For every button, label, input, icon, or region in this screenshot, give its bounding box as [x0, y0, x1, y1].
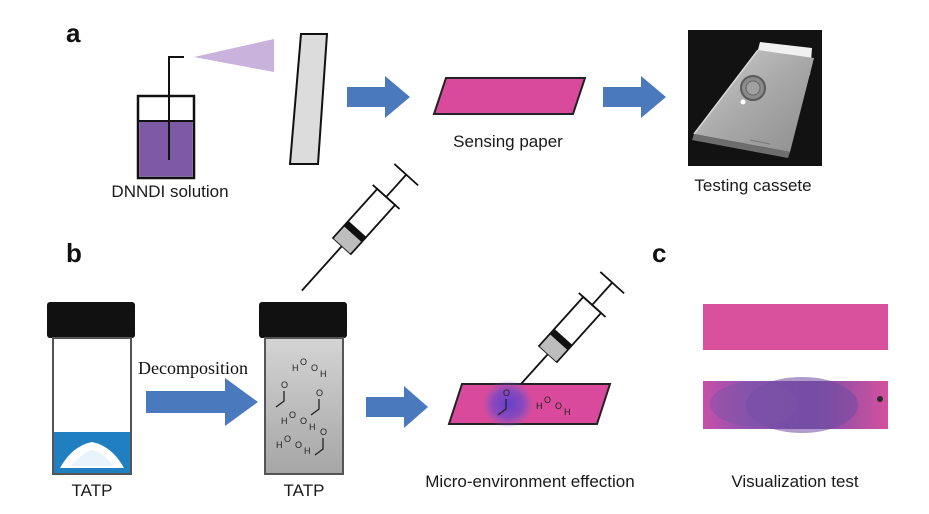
- tatp-vial-left: [47, 302, 135, 475]
- svg-text:O: O: [555, 401, 562, 411]
- h2o2-molecule: H O O H: [276, 434, 311, 456]
- svg-text:O: O: [503, 388, 510, 398]
- label-tatp-left: TATP: [72, 481, 113, 500]
- svg-text:O: O: [311, 363, 318, 373]
- visualization-strip-control: [703, 304, 888, 350]
- panel-label-b: b: [66, 238, 82, 268]
- color-change-spot: [482, 380, 534, 428]
- acetone-molecule: O: [275, 380, 288, 408]
- acetone-molecule: O: [497, 388, 510, 416]
- syringe-icon: [520, 271, 625, 385]
- svg-text:H: H: [276, 440, 283, 450]
- sensing-paper-strip: [432, 77, 587, 115]
- svg-text:O: O: [316, 388, 323, 398]
- svg-text:O: O: [281, 380, 288, 390]
- svg-text:O: O: [320, 427, 327, 437]
- h2o2-molecule: H O O H: [536, 395, 571, 417]
- acetone-molecule: O: [310, 388, 323, 416]
- arrow-icon: [603, 76, 666, 118]
- arrow-icon: [347, 76, 410, 118]
- beaker-icon: [136, 56, 196, 180]
- label-testing-cassette: Testing cassete: [694, 176, 811, 195]
- svg-text:O: O: [300, 357, 307, 367]
- arrow-icon: [366, 386, 428, 428]
- tatp-vial-right: [259, 302, 347, 475]
- svg-text:H: H: [309, 422, 316, 432]
- svg-text:H: H: [320, 369, 327, 379]
- svg-text:H: H: [564, 407, 571, 417]
- visualization-strip-test: [703, 377, 888, 433]
- label-sensing-paper: Sensing paper: [453, 132, 563, 151]
- svg-text:O: O: [300, 416, 307, 426]
- svg-text:H: H: [304, 446, 311, 456]
- spray-cone: [194, 39, 274, 72]
- label-decomposition: Decomposition: [138, 358, 248, 378]
- svg-text:O: O: [295, 440, 302, 450]
- h2o2-molecule: H O O H: [292, 357, 327, 379]
- panel-label-a: a: [66, 18, 81, 48]
- svg-text:H: H: [281, 416, 288, 426]
- testing-cassette-photo: [688, 30, 822, 166]
- svg-text:O: O: [544, 395, 551, 405]
- label-micro-environment: Micro-environment effection: [425, 472, 634, 491]
- svg-text:O: O: [289, 410, 296, 420]
- svg-text:H: H: [536, 401, 543, 411]
- blank-paper-strip: [288, 33, 329, 165]
- svg-text:H: H: [292, 363, 299, 373]
- panel-label-c: c: [652, 238, 666, 268]
- label-dnndi-solution: DNNDI solution: [111, 182, 228, 201]
- acetone-molecule: O: [314, 427, 327, 456]
- label-visualization-test: Visualization test: [731, 472, 859, 491]
- syringe-icon: [301, 163, 419, 292]
- label-tatp-right: TATP: [284, 481, 325, 500]
- h2o2-molecule: H O O H: [281, 410, 316, 432]
- svg-text:O: O: [284, 434, 291, 444]
- arrow-icon: [146, 378, 258, 426]
